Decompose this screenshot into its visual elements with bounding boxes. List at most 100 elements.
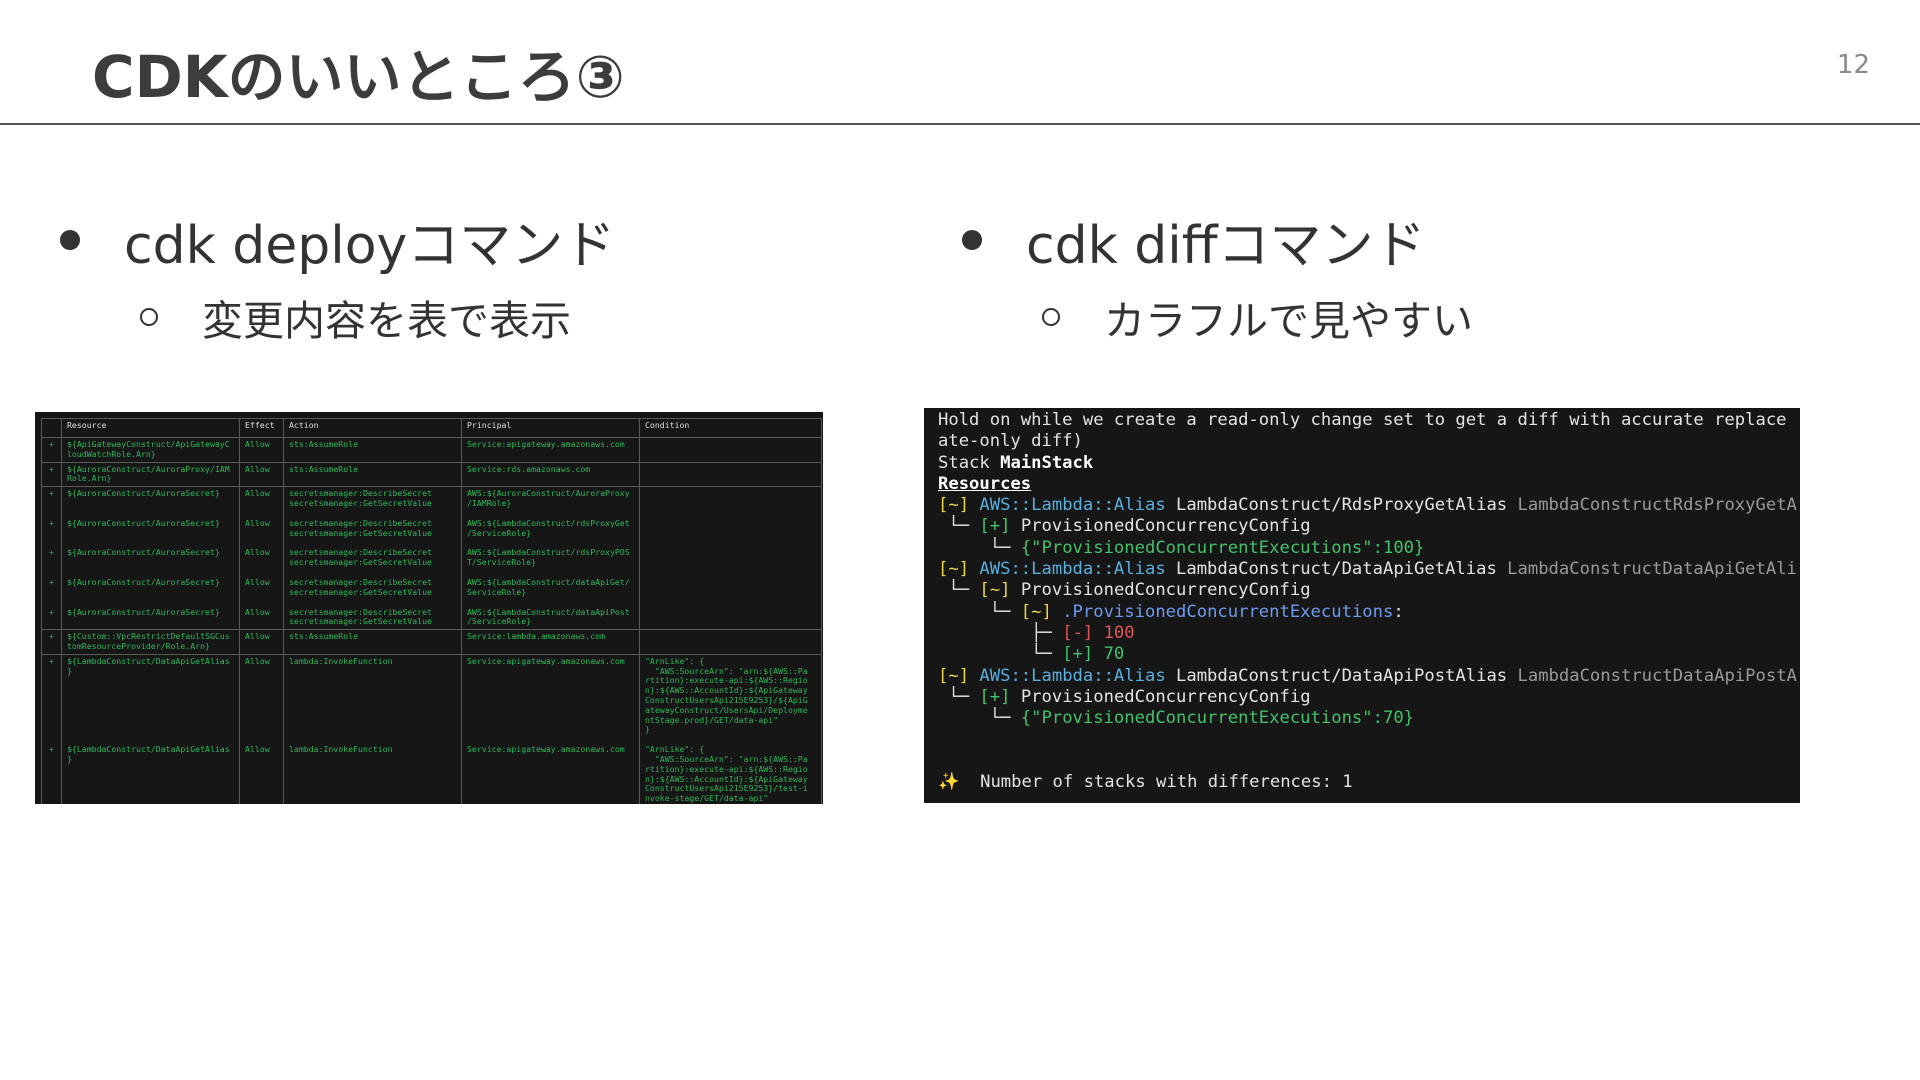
cell-text: [245, 667, 278, 677]
cell-text: [47, 529, 56, 539]
cell-text: [467, 775, 634, 785]
cell-text: [245, 775, 278, 785]
cell-text: loudWatchRole.Arn}: [67, 449, 156, 459]
terminal-segment: MainStack: [1000, 452, 1094, 473]
cell-text: secretsmanager:GetSecretValue: [289, 528, 432, 538]
cell-text: [289, 755, 456, 765]
cell-text: tomResourceProvider/Role.Arn}: [67, 641, 210, 651]
cell-text: [47, 667, 56, 677]
cell-text: +: [49, 464, 54, 474]
cell-text: ${LambdaConstruct/DataApiGetAlias: [67, 656, 230, 666]
terminal-segment: [+] 70: [1062, 644, 1125, 665]
cell-text: ${Custom::VpcRestrictDefaultSGCus: [67, 632, 230, 642]
table-header-cell: Principal: [461, 418, 640, 438]
cell-text: [645, 489, 816, 499]
cell-text: ${AuroraConstruct/AuroraSecret}: [67, 518, 220, 528]
cell-text: [67, 794, 234, 804]
cell-text: AWS:${LambdaConstruct/dataApiPost: [467, 607, 630, 617]
right-column: cdk diffコマンド カラフルで見やすい: [962, 205, 1473, 347]
table-cell-resource: ${AuroraConstruct/AuroraSecret} ${Aurora…: [61, 486, 240, 631]
cell-text: [645, 450, 816, 460]
cell-text: [245, 725, 278, 735]
cell-text: [47, 696, 56, 706]
table-header-cell: Resource: [61, 418, 240, 438]
cell-text: "ArnLike": {: [645, 745, 705, 755]
terminal-segment: ProvisionedConcurrencyConfig: [1020, 686, 1311, 707]
cell-text: secretsmanager:GetSecretValue: [289, 617, 432, 627]
cell-text: AWS:${LambdaConstruct/rdsProxyGet: [467, 518, 630, 528]
terminal-segment: Resources: [938, 473, 1032, 494]
cell-text: [245, 794, 278, 804]
bullet-item: cdk diffコマンド: [962, 205, 1473, 276]
cell-text: AWS:${LambdaConstruct/dataApiGet/: [467, 577, 630, 587]
terminal-segment: [~]: [938, 559, 980, 580]
cell-text: [47, 676, 56, 686]
cell-text: [47, 588, 56, 598]
table-header-row: Resource Effect Action Principal Conditi…: [41, 418, 822, 438]
cell-text: [47, 558, 56, 568]
cell-text: }: [67, 666, 72, 676]
cell-text: Allow: [245, 489, 270, 499]
cell-text: AWS:${AuroraConstruct/AuroraProxy: [467, 489, 630, 499]
table-header-cell: [41, 418, 62, 438]
cell-text: ${LambdaConstruct/DataApiGetAlias: [67, 745, 230, 755]
cell-text: [67, 725, 234, 735]
terminal-line: └─ {"ProvisionedConcurrentExecutions":10…: [938, 538, 1800, 559]
terminal-line: └─ [+] ProvisionedConcurrencyConfig: [938, 687, 1800, 708]
terminal-segment: [-] 100: [1062, 622, 1135, 643]
cell-text: /IAMRole}: [467, 498, 512, 508]
cell-text: [67, 676, 234, 686]
cell-text: secretsmanager:GetSecretValue: [289, 587, 432, 597]
cell-text: Allow: [245, 577, 270, 587]
table-cell-effect: Allow: [239, 629, 284, 655]
terminal-line: Stack MainStack: [938, 453, 1800, 474]
cell-text: [47, 642, 56, 652]
table-cell-resource: ${LambdaConstruct/DataApiGetAlias} ${Lam…: [61, 653, 240, 804]
terminal-line: Resources: [938, 474, 1800, 495]
cell-text: [289, 676, 456, 686]
cell-text: [47, 765, 56, 775]
cell-text: [289, 765, 456, 775]
table-header-cell: Condition: [639, 418, 822, 438]
cell-text: [645, 548, 816, 558]
cell-text: [289, 784, 456, 794]
table-cell-effect: Allow Allow Allow Allow Allow: [239, 486, 284, 631]
title-divider: [0, 123, 1920, 125]
cell-text: [47, 617, 56, 627]
terminal-segment: {"ProvisionedConcurrentExecutions":70}: [1020, 708, 1415, 729]
table-cell-effect: Allow: [239, 437, 284, 463]
table-cell-principal: Service:lambda.amazonaws.com: [461, 629, 640, 655]
cell-text: [467, 794, 634, 804]
cell-text: [245, 642, 278, 652]
table-cell-condition: "ArnLike": { "AWS:SourceArn": "arn:${AWS…: [639, 653, 822, 804]
terminal-segment: LambdaConstruct/DataApiPostAlias: [1176, 665, 1518, 686]
cell-text: [67, 706, 234, 716]
cell-text: T/ServiceRole}: [467, 558, 537, 568]
cell-text: secretsmanager:DescribeSecret: [289, 518, 432, 528]
table-cell-principal: Service:rds.amazonaws.com: [461, 461, 640, 488]
cell-text: [289, 716, 456, 726]
cell-text: [67, 716, 234, 726]
cell-text: +: [49, 656, 54, 666]
cell-text: [467, 755, 634, 765]
terminal-segment: AWS::Lambda::Alias: [979, 559, 1177, 580]
cell-text: [289, 474, 456, 484]
table-cell-principal: Service:apigateway.amazonaws.com Service…: [461, 653, 640, 804]
table-cell-mark: + +: [41, 653, 62, 804]
terminal-segment: └─: [938, 516, 980, 537]
terminal-segment: Hold on while we create a read-only chan…: [938, 410, 1787, 430]
cell-text: Service:rds.amazonaws.com: [467, 464, 591, 474]
terminal-segment: └─: [938, 708, 1021, 729]
terminal-line: └─ [~] ProvisionedConcurrencyConfig: [938, 580, 1800, 601]
cell-text: Allow: [245, 440, 270, 449]
cell-text: [245, 529, 278, 539]
cell-text: sts:AssumeRole: [289, 632, 359, 642]
cell-text: [47, 450, 56, 460]
cell-text: ${AuroraConstruct/AuroraSecret}: [67, 607, 220, 617]
iam-changes-table: Resource Effect Action Principal Conditi…: [41, 418, 822, 804]
table-cell-action: sts:AssumeRole: [283, 461, 462, 488]
terminal-segment: .ProvisionedConcurrentExecutions: [1062, 601, 1394, 622]
cell-text: [467, 686, 634, 696]
